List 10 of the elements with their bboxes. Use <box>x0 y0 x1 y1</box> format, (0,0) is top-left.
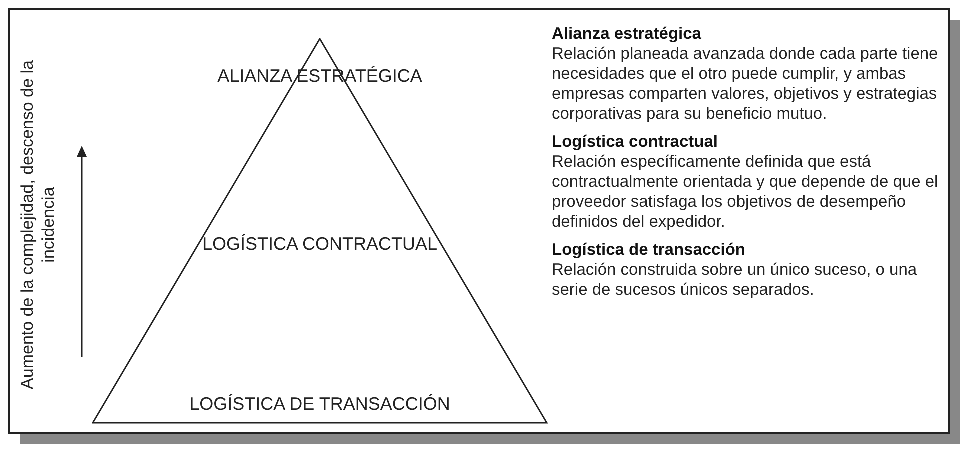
pyramid <box>92 38 548 424</box>
section-heading: Logística de transacción <box>552 240 746 260</box>
level-label: LOGÍSTICA CONTRACTUAL <box>202 234 438 254</box>
axis-label: Aumento de la complejidad, descenso de la incidencia <box>17 60 59 392</box>
description-text: Relación específicamente definida que está contractualmente orientada y que depende de que el proveedor satisfaga los objetivos de desempeño definidos del expedidor. <box>552 152 940 232</box>
level-label: LOGÍSTICA DE TRANSACCIÓN <box>190 394 450 414</box>
description-text: Relación construida sobre un único suceso, o una serie de sucesos únicos separados. <box>552 260 918 300</box>
description-text: Relación planeada avanzada donde cada parte tiene necesidades que el otro puede cumplir, y ambas empresas comparten valores, objetivos y estrategias corporativas para su beneficio mutuo. <box>552 44 940 124</box>
section-heading: Logística contractual <box>552 132 719 152</box>
section-heading: Alianza estratégica <box>552 24 702 44</box>
